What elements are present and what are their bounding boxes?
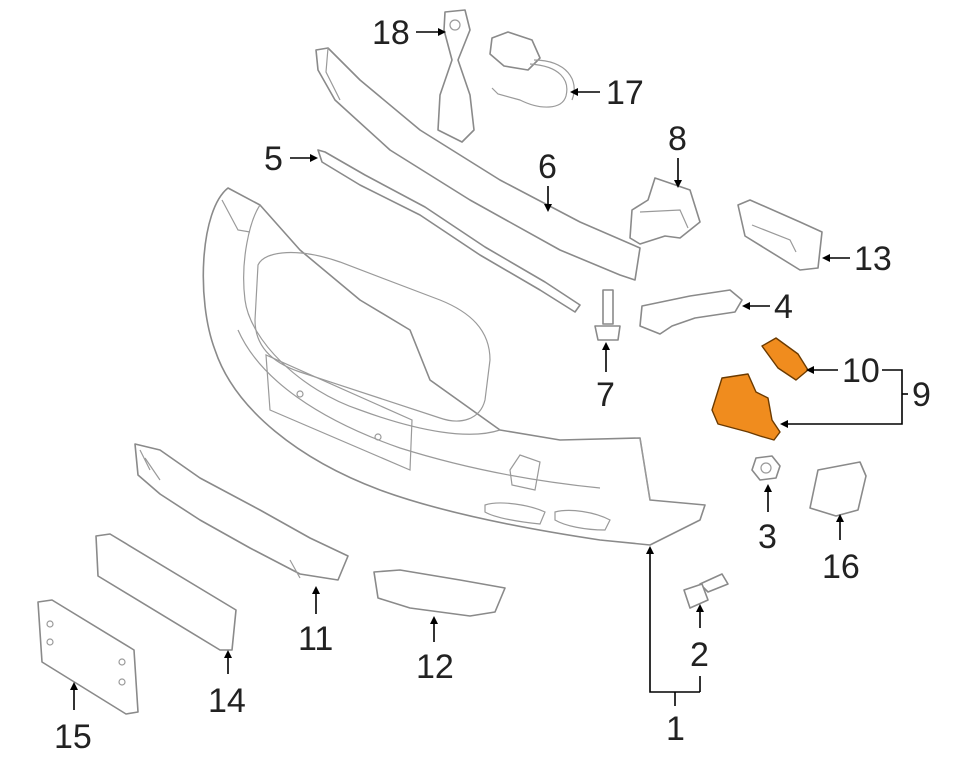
callout-10: 10 xyxy=(842,352,880,390)
callout-12: 12 xyxy=(416,648,454,686)
license-bracket-part xyxy=(37,599,139,715)
callout-8: 8 xyxy=(668,120,687,158)
mount-bracket-part xyxy=(437,9,475,143)
bulb-shape xyxy=(761,337,809,381)
callout-labels: 18 17 5 6 8 13 4 7 10 9 3 16 2 1 11 12 1… xyxy=(54,14,931,756)
sensor-harness-part xyxy=(489,31,575,108)
side-guide-part xyxy=(639,289,743,335)
callout-9: 9 xyxy=(912,376,931,414)
side-bracket-part xyxy=(737,199,823,271)
callout-16: 16 xyxy=(822,548,860,586)
beam-bracket-part xyxy=(629,177,701,245)
corner-trim-part xyxy=(373,569,506,617)
leader-lines xyxy=(70,28,908,710)
callout-13: 13 xyxy=(854,240,892,278)
callout-4: 4 xyxy=(774,288,793,326)
callout-1: 1 xyxy=(666,710,685,748)
reinforcement-beam-part xyxy=(315,47,641,281)
upper-trim-strip-part xyxy=(317,149,581,313)
lamp-bracket-shape xyxy=(711,373,781,441)
lamp-bracket-part xyxy=(711,373,781,441)
license-backing-part xyxy=(95,533,237,651)
callout-3: 3 xyxy=(758,518,777,556)
callout-6: 6 xyxy=(538,148,557,186)
bulb-part xyxy=(761,337,809,381)
bolt-2-part xyxy=(683,573,729,609)
callout-14: 14 xyxy=(208,682,246,720)
bumper-cover-part xyxy=(202,187,706,546)
callout-15: 15 xyxy=(54,718,92,756)
tow-cap-part xyxy=(809,461,867,517)
lower-grille-part xyxy=(134,443,349,581)
callout-2: 2 xyxy=(690,636,709,674)
nut-part xyxy=(751,455,781,481)
callout-5: 5 xyxy=(264,140,283,178)
callout-7: 7 xyxy=(596,376,615,414)
callout-18: 18 xyxy=(372,14,410,52)
bolt-7-part xyxy=(594,289,621,341)
callout-17: 17 xyxy=(606,74,644,112)
callout-11: 11 xyxy=(298,620,333,658)
